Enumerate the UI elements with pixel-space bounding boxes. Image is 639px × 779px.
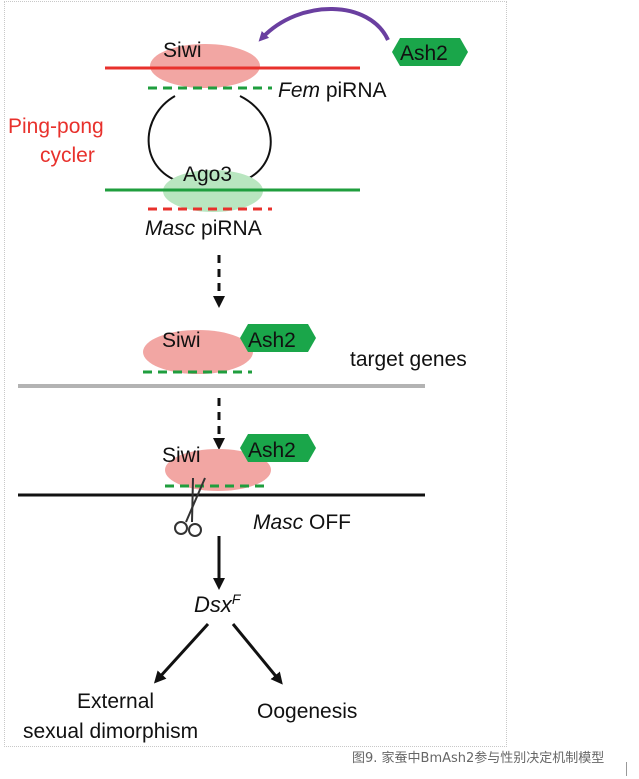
ago3-label: Ago3 (183, 163, 232, 186)
siwi-protein-top (150, 44, 260, 88)
arrow-to-oogenesis (231, 623, 283, 685)
fem-pirna-label: Fem piRNA (278, 79, 387, 102)
pingpong-label-line2: cycler (40, 144, 95, 167)
dsx-f-label: DsxF (194, 591, 242, 617)
siwi-label-mid: Siwi (162, 329, 201, 352)
siwi-protein-mid (143, 330, 253, 374)
figure-frame (4, 1, 507, 747)
ash2-hexagon-low (240, 434, 316, 462)
sex-determination-diagram: Siwi Ash2 Fem piRNA Ping-pong cycler Ago… (8, 7, 468, 743)
ash2-hexagon-top (392, 38, 468, 66)
pingpong-loop-left (147, 95, 181, 183)
arrow-to-external (153, 622, 210, 684)
masc-off-label: Masc OFF (253, 511, 351, 534)
external-label-line2: sexual dimorphism (23, 720, 198, 743)
pingpong-label-line1: Ping-pong (8, 115, 104, 138)
ash2-hexagon-mid (240, 324, 316, 352)
siwi-label-top: Siwi (163, 39, 202, 62)
external-label-line1: External (77, 690, 154, 713)
scissors-icon (174, 477, 206, 537)
pingpong-loop-right (239, 95, 272, 183)
ash2-label-mid: Ash2 (248, 329, 296, 352)
ash2-label-top: Ash2 (400, 42, 448, 65)
figure-caption: 图9. 家蚕中BmAsh2参与性别决定机制模型 (352, 751, 605, 766)
oogenesis-label: Oogenesis (257, 700, 357, 723)
siwi-protein-low (165, 449, 271, 491)
recruitment-arrow (258, 7, 390, 42)
target-genes-label: target genes (350, 348, 467, 371)
siwi-label-low: Siwi (162, 444, 201, 467)
ash2-label-low: Ash2 (248, 439, 296, 462)
right-edge-tick (626, 762, 627, 776)
masc-pirna-label: Masc piRNA (145, 217, 262, 240)
